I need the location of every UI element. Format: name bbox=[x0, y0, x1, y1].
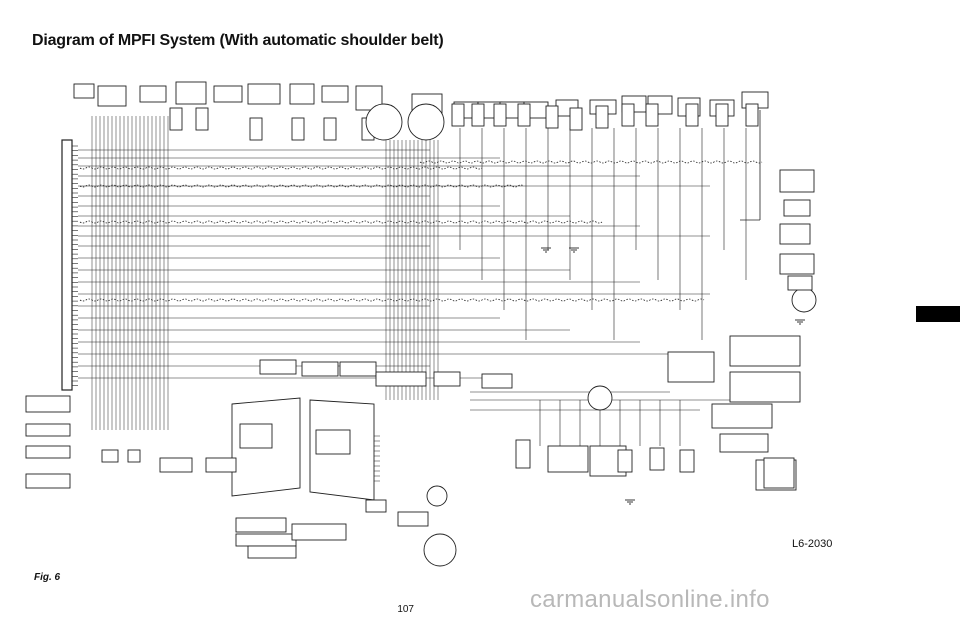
component-box bbox=[235, 533, 297, 547]
component-box bbox=[239, 423, 273, 449]
reference-code: L6-2030 bbox=[792, 538, 833, 550]
connector-circle bbox=[365, 103, 403, 141]
component-box bbox=[745, 103, 759, 127]
connector-circle bbox=[423, 533, 457, 567]
component-box bbox=[545, 105, 559, 129]
component-box bbox=[711, 403, 773, 429]
component-box bbox=[645, 103, 659, 127]
component-box bbox=[321, 85, 349, 103]
component-box bbox=[301, 361, 339, 377]
component-blocks bbox=[25, 81, 817, 567]
connector-circle bbox=[407, 103, 445, 141]
component-box bbox=[61, 139, 73, 391]
component-box bbox=[679, 449, 695, 473]
component-box bbox=[25, 473, 71, 489]
component-box bbox=[205, 457, 237, 473]
component-box bbox=[649, 447, 665, 471]
component-box bbox=[101, 449, 119, 463]
component-box bbox=[375, 371, 427, 387]
component-box bbox=[397, 511, 429, 527]
component-box bbox=[515, 439, 531, 469]
component-box bbox=[247, 83, 281, 105]
component-box bbox=[289, 83, 315, 105]
component-box bbox=[779, 169, 815, 193]
component-box bbox=[291, 117, 305, 141]
component-box bbox=[481, 373, 513, 389]
shielded-harness bbox=[79, 220, 603, 224]
component-box bbox=[169, 107, 183, 131]
component-box bbox=[493, 103, 507, 127]
shielded-harness bbox=[79, 166, 483, 170]
figure-label: Fig. 6 bbox=[34, 572, 61, 583]
page-edge-tab bbox=[916, 306, 960, 322]
component-box bbox=[517, 103, 531, 127]
component-box bbox=[73, 83, 95, 99]
wire-harness bbox=[72, 110, 805, 505]
component-box bbox=[175, 81, 207, 105]
component-box bbox=[291, 523, 347, 541]
component-box bbox=[547, 445, 589, 473]
component-box bbox=[715, 103, 729, 127]
component-box bbox=[25, 445, 71, 459]
component-box bbox=[365, 499, 387, 513]
component-box bbox=[729, 371, 801, 403]
component-box bbox=[127, 449, 141, 463]
component-box bbox=[763, 457, 795, 489]
component-box bbox=[195, 107, 209, 131]
component-box bbox=[667, 351, 715, 383]
component-box bbox=[213, 85, 243, 103]
component-box bbox=[247, 545, 297, 559]
component-box bbox=[315, 429, 351, 455]
component-box bbox=[235, 517, 287, 533]
shielded-harness bbox=[79, 184, 525, 188]
component-box bbox=[779, 253, 815, 275]
component-box bbox=[783, 199, 811, 217]
component-box bbox=[323, 117, 337, 141]
component-box bbox=[729, 335, 801, 367]
component-box bbox=[471, 103, 485, 127]
connector-circle bbox=[426, 485, 448, 507]
component-box bbox=[595, 105, 609, 129]
component-box bbox=[339, 361, 377, 377]
component-box bbox=[159, 457, 193, 473]
component-box bbox=[779, 223, 811, 245]
connector-circle bbox=[791, 287, 817, 313]
page-number: 107 bbox=[397, 604, 414, 615]
connector-circle bbox=[587, 385, 613, 411]
watermark: carmanualsonline.info bbox=[530, 586, 770, 613]
component-box bbox=[249, 117, 263, 141]
component-box bbox=[259, 359, 297, 375]
component-box bbox=[569, 107, 583, 131]
component-box bbox=[25, 395, 71, 413]
component-box bbox=[621, 103, 635, 127]
component-box bbox=[25, 423, 71, 437]
shielded-harness bbox=[419, 160, 763, 164]
component-box bbox=[97, 85, 127, 107]
component-box bbox=[719, 433, 769, 453]
component-box bbox=[787, 275, 813, 291]
component-box bbox=[685, 103, 699, 127]
component-box bbox=[139, 85, 167, 103]
diagram-title: Diagram of MPFI System (With automatic s… bbox=[32, 32, 444, 49]
component-box bbox=[451, 103, 465, 127]
shielded-harness bbox=[79, 298, 705, 302]
component-box bbox=[433, 371, 461, 387]
component-box bbox=[617, 449, 633, 473]
